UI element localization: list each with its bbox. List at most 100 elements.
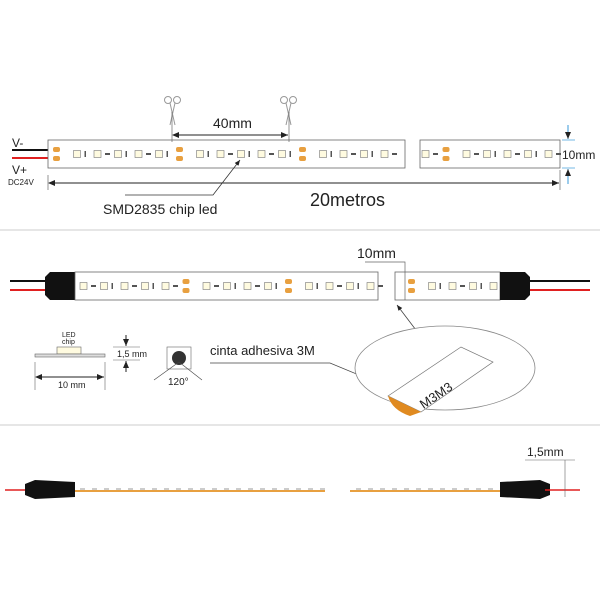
led-side: [164, 488, 169, 490]
resistor: [378, 285, 383, 287]
length-label: 20metros: [310, 190, 385, 210]
led-side: [440, 488, 445, 490]
led-chip: [257, 150, 266, 158]
led-chip: [469, 282, 477, 290]
led-chip: [79, 282, 88, 290]
led-chip: [366, 282, 375, 290]
voltage-label: DC24V: [8, 178, 34, 187]
led-side: [260, 488, 265, 490]
led-side: [404, 488, 409, 490]
led-chip: [93, 150, 102, 158]
led-side: [476, 488, 481, 490]
resistor: [255, 285, 260, 287]
resistor: [146, 153, 151, 155]
width-label: 10mm: [562, 148, 595, 162]
led-side: [188, 488, 193, 490]
resistor: [330, 151, 332, 157]
beam-angle-icon: [153, 346, 203, 381]
solder-pad: [182, 279, 190, 284]
resistor: [173, 285, 178, 287]
solder-pad: [442, 147, 450, 152]
pcb-profile: [34, 353, 106, 358]
solder-pad: [408, 288, 415, 293]
led-side: [140, 488, 145, 490]
led-side: [308, 488, 313, 490]
resistor: [357, 283, 359, 289]
solder-pad: [53, 156, 60, 161]
v-minus-label: V-: [12, 136, 23, 150]
resistor: [275, 283, 277, 289]
width-label: 10mm: [357, 245, 396, 261]
resistor: [248, 151, 250, 157]
led-side: [368, 488, 373, 490]
led-chip: [503, 150, 512, 158]
led-chip: [462, 150, 471, 158]
led-chip: [161, 282, 170, 290]
scissors-icon: [164, 96, 181, 126]
resistor: [494, 151, 496, 157]
chip-leader-line: [125, 159, 241, 196]
solder-pad: [182, 288, 190, 293]
led-chip: [73, 150, 81, 158]
led-label: LED: [62, 332, 76, 339]
chip-label: chip: [62, 339, 75, 346]
pcb-width-label: 10 mm: [58, 380, 86, 390]
led-chip: [223, 282, 231, 290]
led-side: [320, 488, 325, 490]
solder-pad: [442, 156, 450, 161]
led-side: [284, 488, 289, 490]
resistor: [480, 283, 482, 289]
resistor: [556, 153, 561, 155]
led-chip-profile: [56, 346, 82, 355]
resistor: [316, 283, 318, 289]
strip-body: [394, 271, 501, 301]
resistor: [234, 283, 236, 289]
resistor: [111, 283, 113, 289]
resistor: [105, 153, 110, 155]
led-side: [212, 488, 217, 490]
resistor: [214, 285, 219, 287]
thickness-label: 1,5mm: [527, 445, 564, 459]
beam-angle-label: 120°: [168, 377, 189, 388]
led-side: [452, 488, 457, 490]
led-side: [116, 488, 121, 490]
solder-pad: [176, 156, 183, 161]
adhesive-tape-magnified: M3M3: [354, 325, 536, 416]
resistor: [269, 153, 274, 155]
led-side: [356, 488, 361, 490]
scissors-icon: [280, 96, 297, 126]
solder-pad: [299, 156, 306, 161]
resistor: [84, 151, 86, 157]
led-chip: [360, 150, 368, 158]
led-side: [176, 488, 181, 490]
led-side: [236, 488, 241, 490]
resistor: [439, 283, 441, 289]
end-cap-connector: [500, 480, 550, 499]
resistor: [337, 285, 342, 287]
resistor: [392, 153, 397, 155]
led-chip: [134, 150, 143, 158]
led-side: [272, 488, 277, 490]
led-chip: [448, 282, 457, 290]
led-side: [296, 488, 301, 490]
led-chip: [100, 282, 108, 290]
resistor: [228, 153, 233, 155]
led-side: [464, 488, 469, 490]
led-side: [488, 488, 493, 490]
connector-view-section: 10mm LED chip 10 mm 1,5 mm 120° cinta ad…: [10, 245, 590, 416]
led-chip: [319, 150, 327, 158]
led-chip: [339, 150, 348, 158]
resistor: [433, 153, 438, 155]
resistor: [132, 285, 137, 287]
led-strip-segment: [74, 271, 506, 301]
resistor: [371, 151, 373, 157]
led-chip: [243, 282, 252, 290]
led-chip: [380, 150, 389, 158]
led-chip: [524, 150, 532, 158]
led-side: [200, 488, 205, 490]
resistor: [515, 153, 520, 155]
led-chip: [421, 150, 430, 158]
led-side: [428, 488, 433, 490]
resistor: [474, 153, 479, 155]
solder-pad: [285, 279, 292, 284]
